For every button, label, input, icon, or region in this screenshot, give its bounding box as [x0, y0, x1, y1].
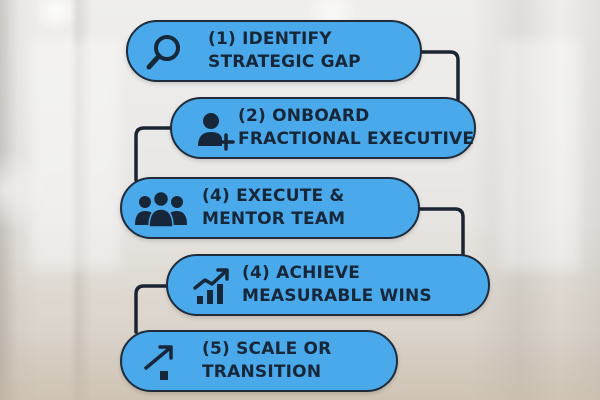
step-3-line-1: (4) EXECUTE &: [202, 186, 345, 206]
growth-chart-icon: [188, 262, 236, 310]
step-2-label: (2) ONBOARD FRACTIONAL EXECUTIVE: [238, 105, 474, 151]
step-5-line-2: TRANSITION: [202, 362, 322, 382]
connector-2-3: [134, 126, 174, 182]
step-1-line-2: STRATEGIC GAP: [208, 52, 361, 72]
scale-arrow-icon: [134, 338, 182, 386]
background-window: [30, 40, 120, 270]
step-4-line-2: MEASURABLE WINS: [242, 286, 432, 306]
step-3-label: (4) EXECUTE & MENTOR TEAM: [202, 185, 345, 231]
step-5-label: (5) SCALE OR TRANSITION: [202, 338, 331, 384]
step-5-line-1: (5) SCALE OR: [202, 339, 332, 359]
magnifying-glass-icon: [140, 28, 188, 76]
step-4-line-1: (4) ACHIEVE: [242, 263, 361, 283]
step-2-line-2: FRACTIONAL EXECUTIVE: [238, 129, 475, 149]
background-window: [500, 40, 580, 270]
connector-4-5: [134, 284, 170, 334]
step-2-pill: (2) ONBOARD FRACTIONAL EXECUTIVE: [170, 97, 476, 159]
connector-1-2: [418, 50, 460, 102]
step-4-pill: (4) ACHIEVE MEASURABLE WINS: [166, 254, 490, 316]
step-2-line-1: (2) ONBOARD: [238, 106, 370, 126]
team-icon: [132, 185, 190, 233]
step-3-line-2: MENTOR TEAM: [202, 209, 346, 229]
step-5-pill: (5) SCALE OR TRANSITION: [120, 330, 398, 392]
step-1-label: (1) IDENTIFY STRATEGIC GAP: [208, 28, 361, 74]
step-1-pill: (1) IDENTIFY STRATEGIC GAP: [126, 20, 422, 82]
step-1-line-1: (1) IDENTIFY: [208, 29, 332, 49]
step-4-label: (4) ACHIEVE MEASURABLE WINS: [242, 262, 432, 308]
connector-3-4: [416, 207, 465, 258]
add-user-icon: [190, 106, 238, 154]
step-3-pill: (4) EXECUTE & MENTOR TEAM: [120, 177, 420, 239]
